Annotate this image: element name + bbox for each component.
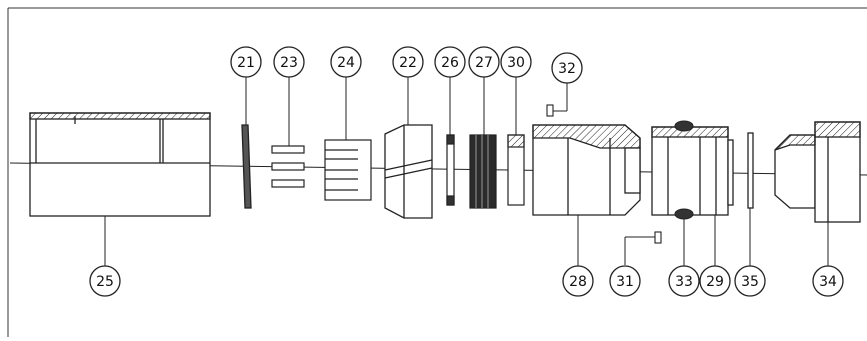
part-29-nut xyxy=(651,126,734,216)
part-35-washer xyxy=(747,132,754,209)
part-21-washer xyxy=(241,124,252,209)
callout-27: 27 xyxy=(468,46,500,78)
label-35: 35 xyxy=(741,274,759,290)
part-25-sleeve xyxy=(29,112,211,217)
part-32-screw xyxy=(546,104,554,117)
part-30-ring xyxy=(507,134,525,206)
label-29: 29 xyxy=(706,274,724,290)
callout-33: 33 xyxy=(668,265,700,297)
label-32: 32 xyxy=(558,61,576,77)
callout-31: 31 xyxy=(609,265,641,297)
callout-29: 29 xyxy=(699,265,731,297)
callout-35: 35 xyxy=(734,265,766,297)
label-26: 26 xyxy=(441,55,459,71)
part-27-bellows-seal xyxy=(469,134,497,209)
label-34: 34 xyxy=(819,274,837,290)
callout-22: 22 xyxy=(392,46,424,78)
label-24: 24 xyxy=(337,55,355,71)
callout-32: 32 xyxy=(551,52,583,84)
label-23: 23 xyxy=(280,55,298,71)
part-34-fitting xyxy=(774,121,861,223)
part-24-comb-insert xyxy=(324,139,372,201)
label-25: 25 xyxy=(96,274,114,290)
label-22: 22 xyxy=(399,55,417,71)
leader-lines xyxy=(104,77,829,266)
label-30: 30 xyxy=(507,55,525,71)
callout-24: 24 xyxy=(330,46,362,78)
callout-21: 21 xyxy=(230,46,262,78)
callout-23: 23 xyxy=(273,46,305,78)
part-28-body xyxy=(532,124,641,216)
part-26-ring xyxy=(446,134,455,206)
label-31: 31 xyxy=(616,274,634,290)
label-27: 27 xyxy=(475,55,493,71)
label-33: 33 xyxy=(675,274,693,290)
callout-34: 34 xyxy=(812,265,844,297)
callout-25: 25 xyxy=(89,265,121,297)
callout-28: 28 xyxy=(562,265,594,297)
label-28: 28 xyxy=(569,274,587,290)
part-33-o-ring xyxy=(674,120,694,220)
callout-26: 26 xyxy=(434,46,466,78)
callout-30: 30 xyxy=(500,46,532,78)
part-22-cone xyxy=(384,124,433,219)
part-31-screw xyxy=(654,231,662,244)
part-23-pins xyxy=(271,145,305,188)
label-21: 21 xyxy=(237,55,255,71)
